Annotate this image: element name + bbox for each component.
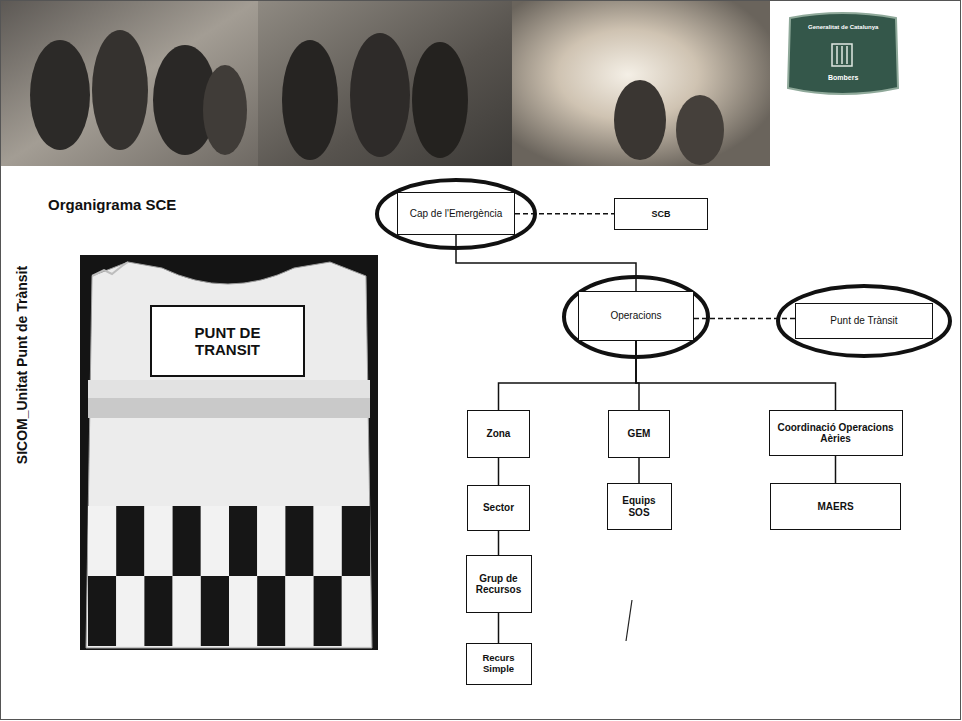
box-text: Equips SOS xyxy=(612,495,667,518)
chief-box: Cap de l'Emergència xyxy=(397,192,515,235)
checker-square xyxy=(173,576,201,646)
unit-box: Zona xyxy=(467,410,530,458)
checker-square xyxy=(201,576,229,646)
box-text: Cap de l'Emergència xyxy=(410,208,503,220)
logo-text: Generalitat de Catalunya xyxy=(808,24,878,30)
hierarchy-line xyxy=(456,235,636,291)
checker-square xyxy=(116,576,144,646)
transit-point-box: Punt de Trànsit xyxy=(795,303,933,339)
box-text: Grup de Recursos xyxy=(471,573,527,596)
unit-box: Recurs Simple xyxy=(466,643,532,685)
side-title: SICOM_Unitat Punt de Trànsit xyxy=(14,266,30,464)
checker-square xyxy=(285,576,313,646)
checker-square xyxy=(88,506,116,576)
box-text: PUNT DE TRANSIT xyxy=(178,324,278,359)
hierarchy-line xyxy=(835,456,837,483)
photo-banner xyxy=(0,0,770,166)
checker-square xyxy=(116,506,144,576)
checker-square xyxy=(342,576,370,646)
box-text: GEM xyxy=(628,428,651,440)
hierarchy-line xyxy=(499,341,637,410)
operations-box: Operacions xyxy=(578,291,694,341)
unit-box: Coordinació Operacions Aèries xyxy=(769,410,903,456)
checker-square xyxy=(285,506,313,576)
checker-square xyxy=(144,576,172,646)
dashed-link xyxy=(694,318,795,320)
unit-box: Sector xyxy=(467,485,530,531)
hierarchy-line xyxy=(498,531,500,555)
unit-box: Equips SOS xyxy=(607,483,672,530)
hierarchy-line xyxy=(498,613,500,643)
checker-square xyxy=(257,506,285,576)
checker-band xyxy=(88,506,370,646)
checker-square xyxy=(314,576,342,646)
box-text: Operacions xyxy=(610,310,661,322)
logo-text: Bombers xyxy=(828,74,858,81)
box-text: Recurs Simple xyxy=(471,653,527,675)
hierarchy-line xyxy=(638,458,640,483)
vest-illustration xyxy=(80,255,378,650)
slide-title: Organigrama SCE xyxy=(48,196,176,213)
checker-square xyxy=(173,506,201,576)
unit-box: GEM xyxy=(608,410,670,458)
vest-label-box: PUNT DE TRANSIT xyxy=(150,305,305,377)
stray-mark xyxy=(626,600,632,641)
hierarchy-line xyxy=(498,458,500,485)
checker-square xyxy=(229,506,257,576)
checker-square xyxy=(314,506,342,576)
checker-square xyxy=(144,506,172,576)
box-text: Sector xyxy=(483,502,514,514)
dashed-link xyxy=(515,213,614,215)
unit-box: Grup de Recursos xyxy=(466,555,532,613)
box-text: Zona xyxy=(487,428,511,440)
box-text: Coordinació Operacions Aèries xyxy=(774,422,898,445)
box-text: SCB xyxy=(651,209,670,219)
box-text: Punt de Trànsit xyxy=(830,315,897,327)
checker-square xyxy=(229,576,257,646)
checker-square xyxy=(201,506,229,576)
logo xyxy=(788,13,898,94)
checker-square xyxy=(342,506,370,576)
hierarchy-line xyxy=(636,341,836,410)
unit-box: MAERS xyxy=(770,483,901,530)
checker-square xyxy=(88,576,116,646)
box-text: MAERS xyxy=(817,501,853,513)
checker-square xyxy=(257,576,285,646)
highlight-ellipses xyxy=(377,180,950,357)
support-box: SCB xyxy=(614,198,708,230)
